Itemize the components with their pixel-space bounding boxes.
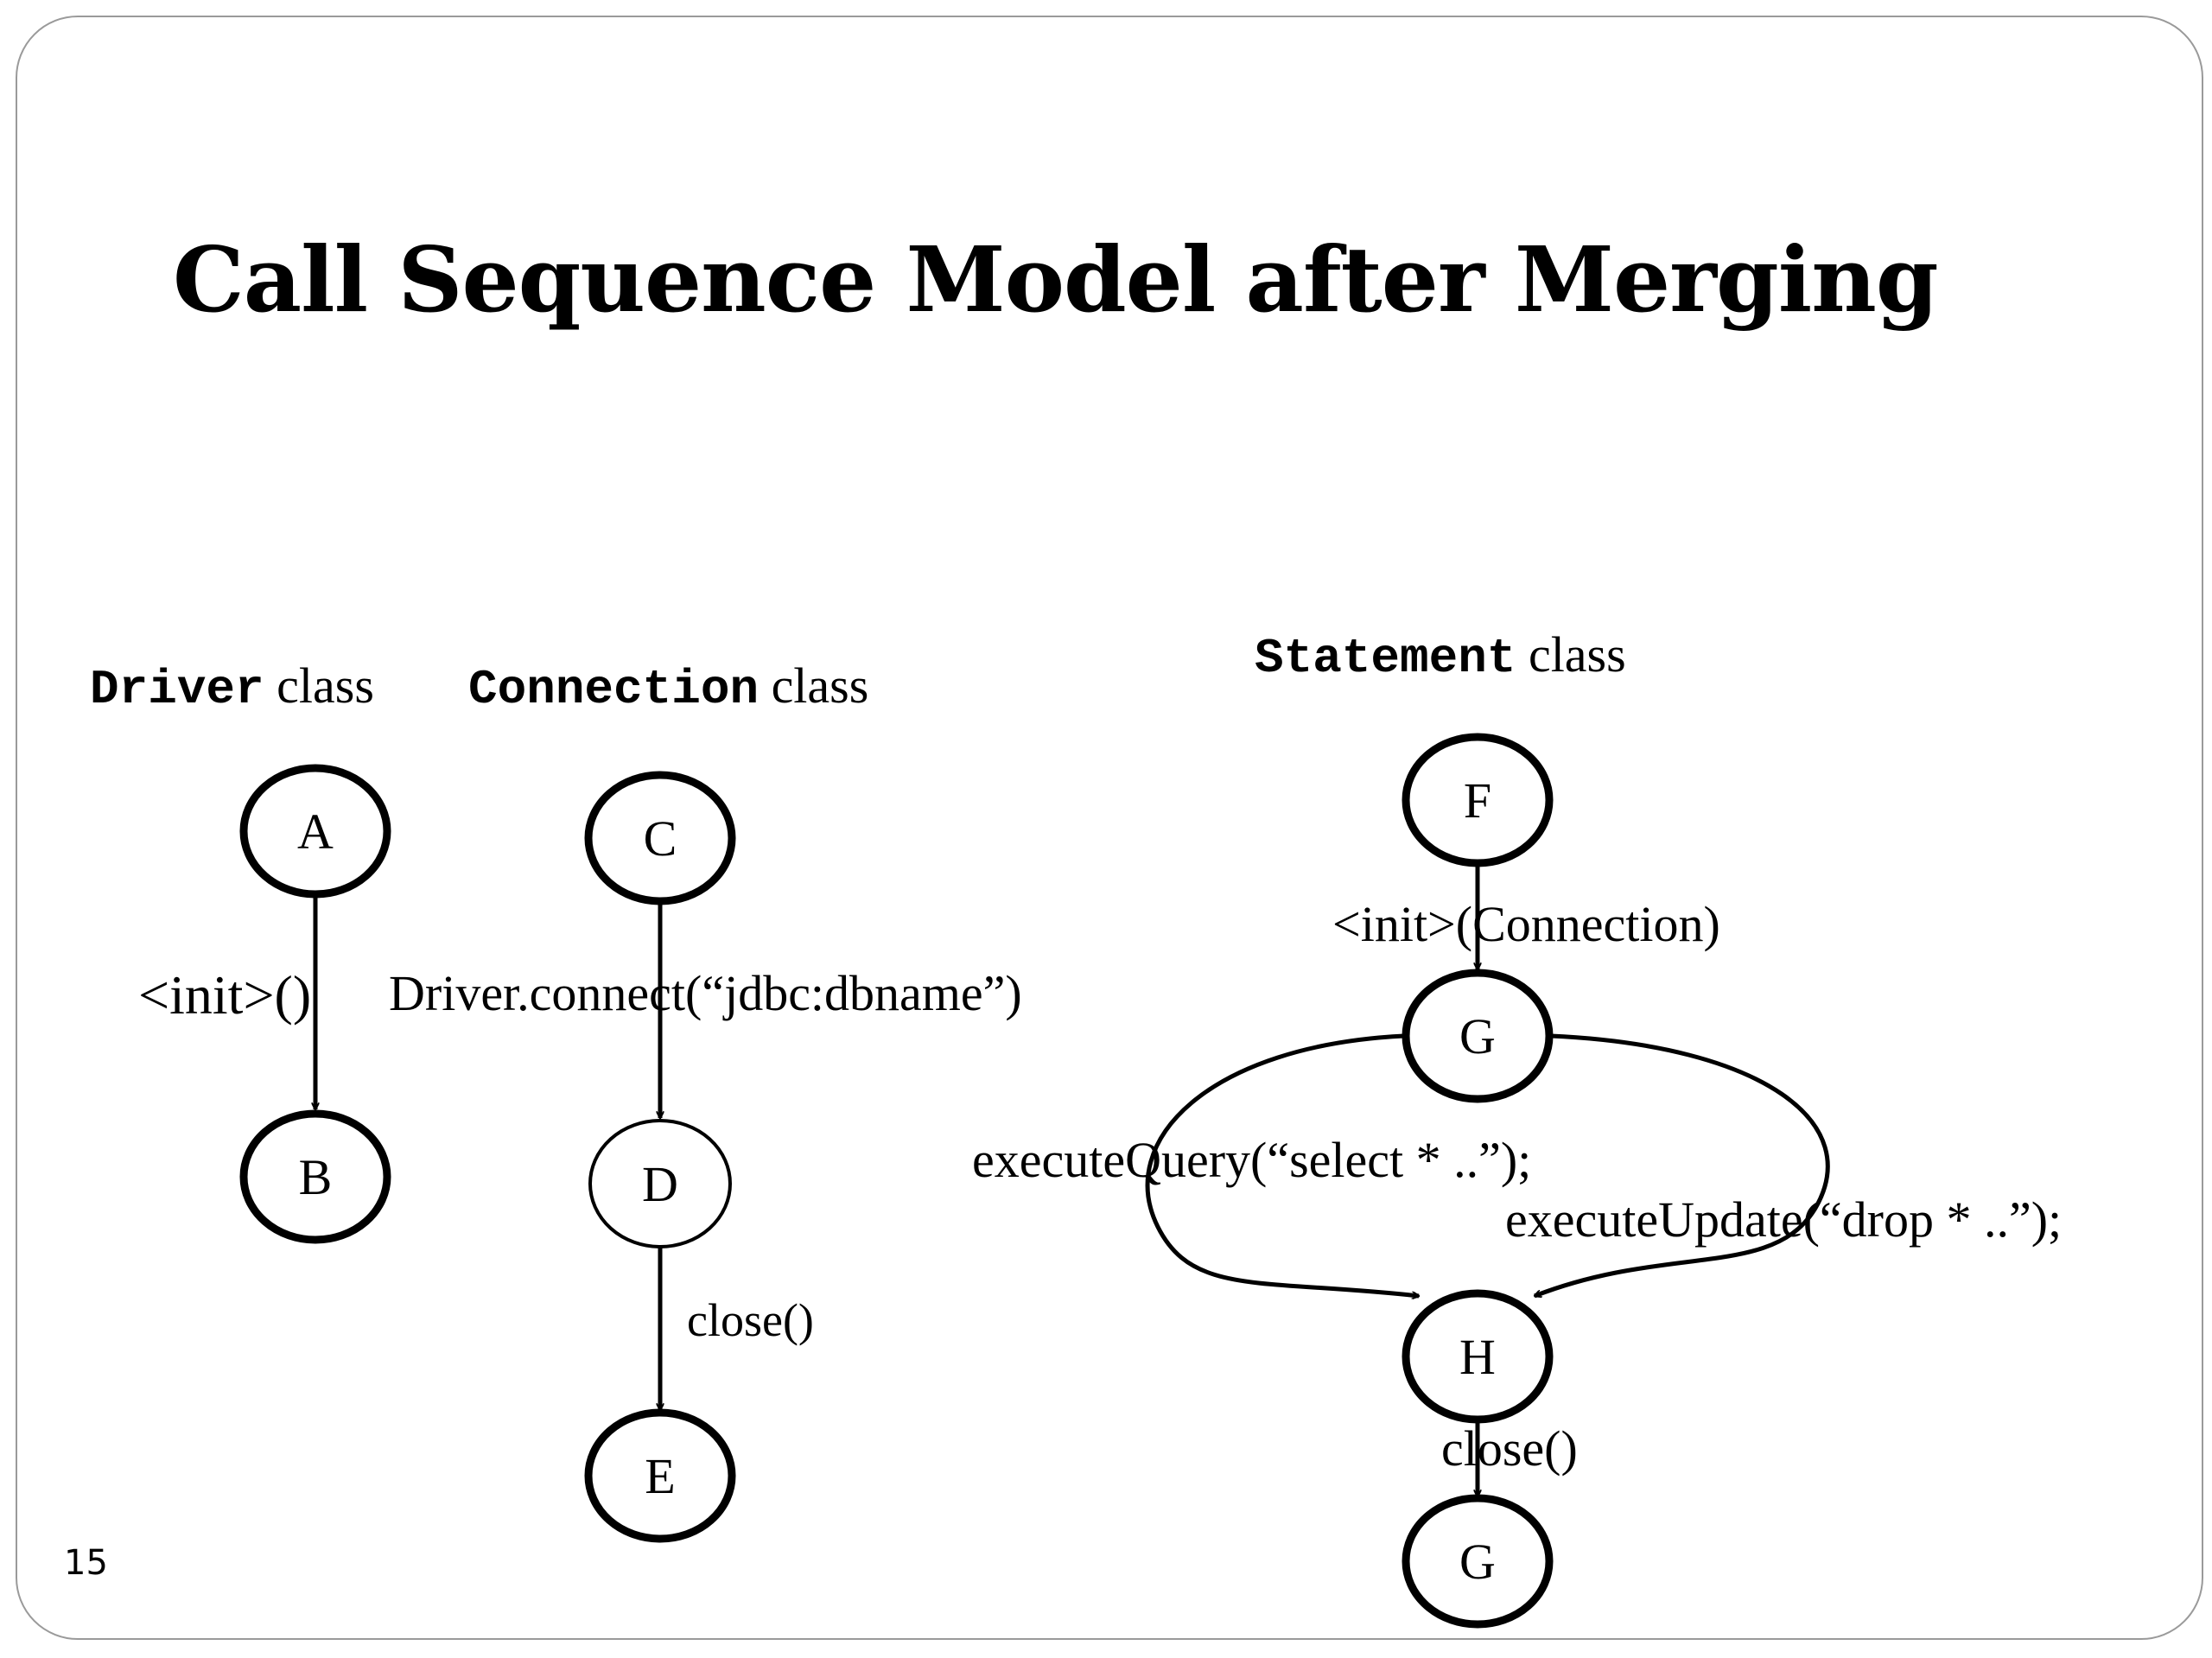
node-label: E: [645, 1448, 675, 1504]
slide-title: Call Sequence Model after Merging: [173, 226, 1939, 333]
node-label: B: [299, 1149, 333, 1205]
edge-g-h-update: [1535, 1033, 1830, 1299]
edge-label-driver-connect: Driver.connect(“jdbc:dbname”): [389, 965, 1022, 1021]
edge-label-execute-update: executeUpdate(“drop * ..”);: [1505, 1191, 2062, 1248]
node-b: B: [239, 1109, 391, 1244]
page-number: 15: [64, 1543, 108, 1583]
connection-class-label: Connection class: [468, 657, 868, 717]
driver-class-label: Driver class: [90, 657, 374, 717]
node-label: H: [1459, 1329, 1496, 1385]
node-label: G: [1459, 1534, 1496, 1590]
node-g-upper: G: [1402, 969, 1554, 1103]
edge-g-h-query: [1145, 1033, 1419, 1296]
node-label: C: [644, 810, 677, 867]
edge-label-execute-query: executeQuery(“select * ..”);: [972, 1132, 1531, 1188]
class-name: Connection: [468, 662, 760, 717]
node-a: A: [239, 764, 391, 899]
edge-label-close-connection: close(): [687, 1294, 814, 1346]
edge-label-init-connection: <init>(Connection): [1332, 896, 1720, 952]
class-suffix: class: [276, 657, 374, 714]
statement-class-label: Statement class: [1255, 626, 1626, 686]
node-f: F: [1402, 733, 1554, 867]
edge-label-close-statement: close(): [1441, 1420, 1578, 1477]
node-c: C: [584, 771, 736, 905]
node-d: D: [588, 1119, 732, 1248]
node-label: A: [297, 804, 334, 860]
node-label: D: [642, 1156, 678, 1212]
class-name: Statement: [1255, 631, 1516, 686]
class-suffix: class: [1528, 626, 1626, 683]
node-e: E: [584, 1408, 736, 1543]
class-suffix: class: [771, 657, 869, 714]
node-label: F: [1464, 772, 1491, 829]
class-name: Driver: [90, 662, 264, 717]
node-g-lower: G: [1402, 1494, 1554, 1629]
node-label: G: [1459, 1008, 1496, 1064]
node-h: H: [1402, 1289, 1554, 1424]
edge-label-init: <init>(): [138, 964, 311, 1026]
